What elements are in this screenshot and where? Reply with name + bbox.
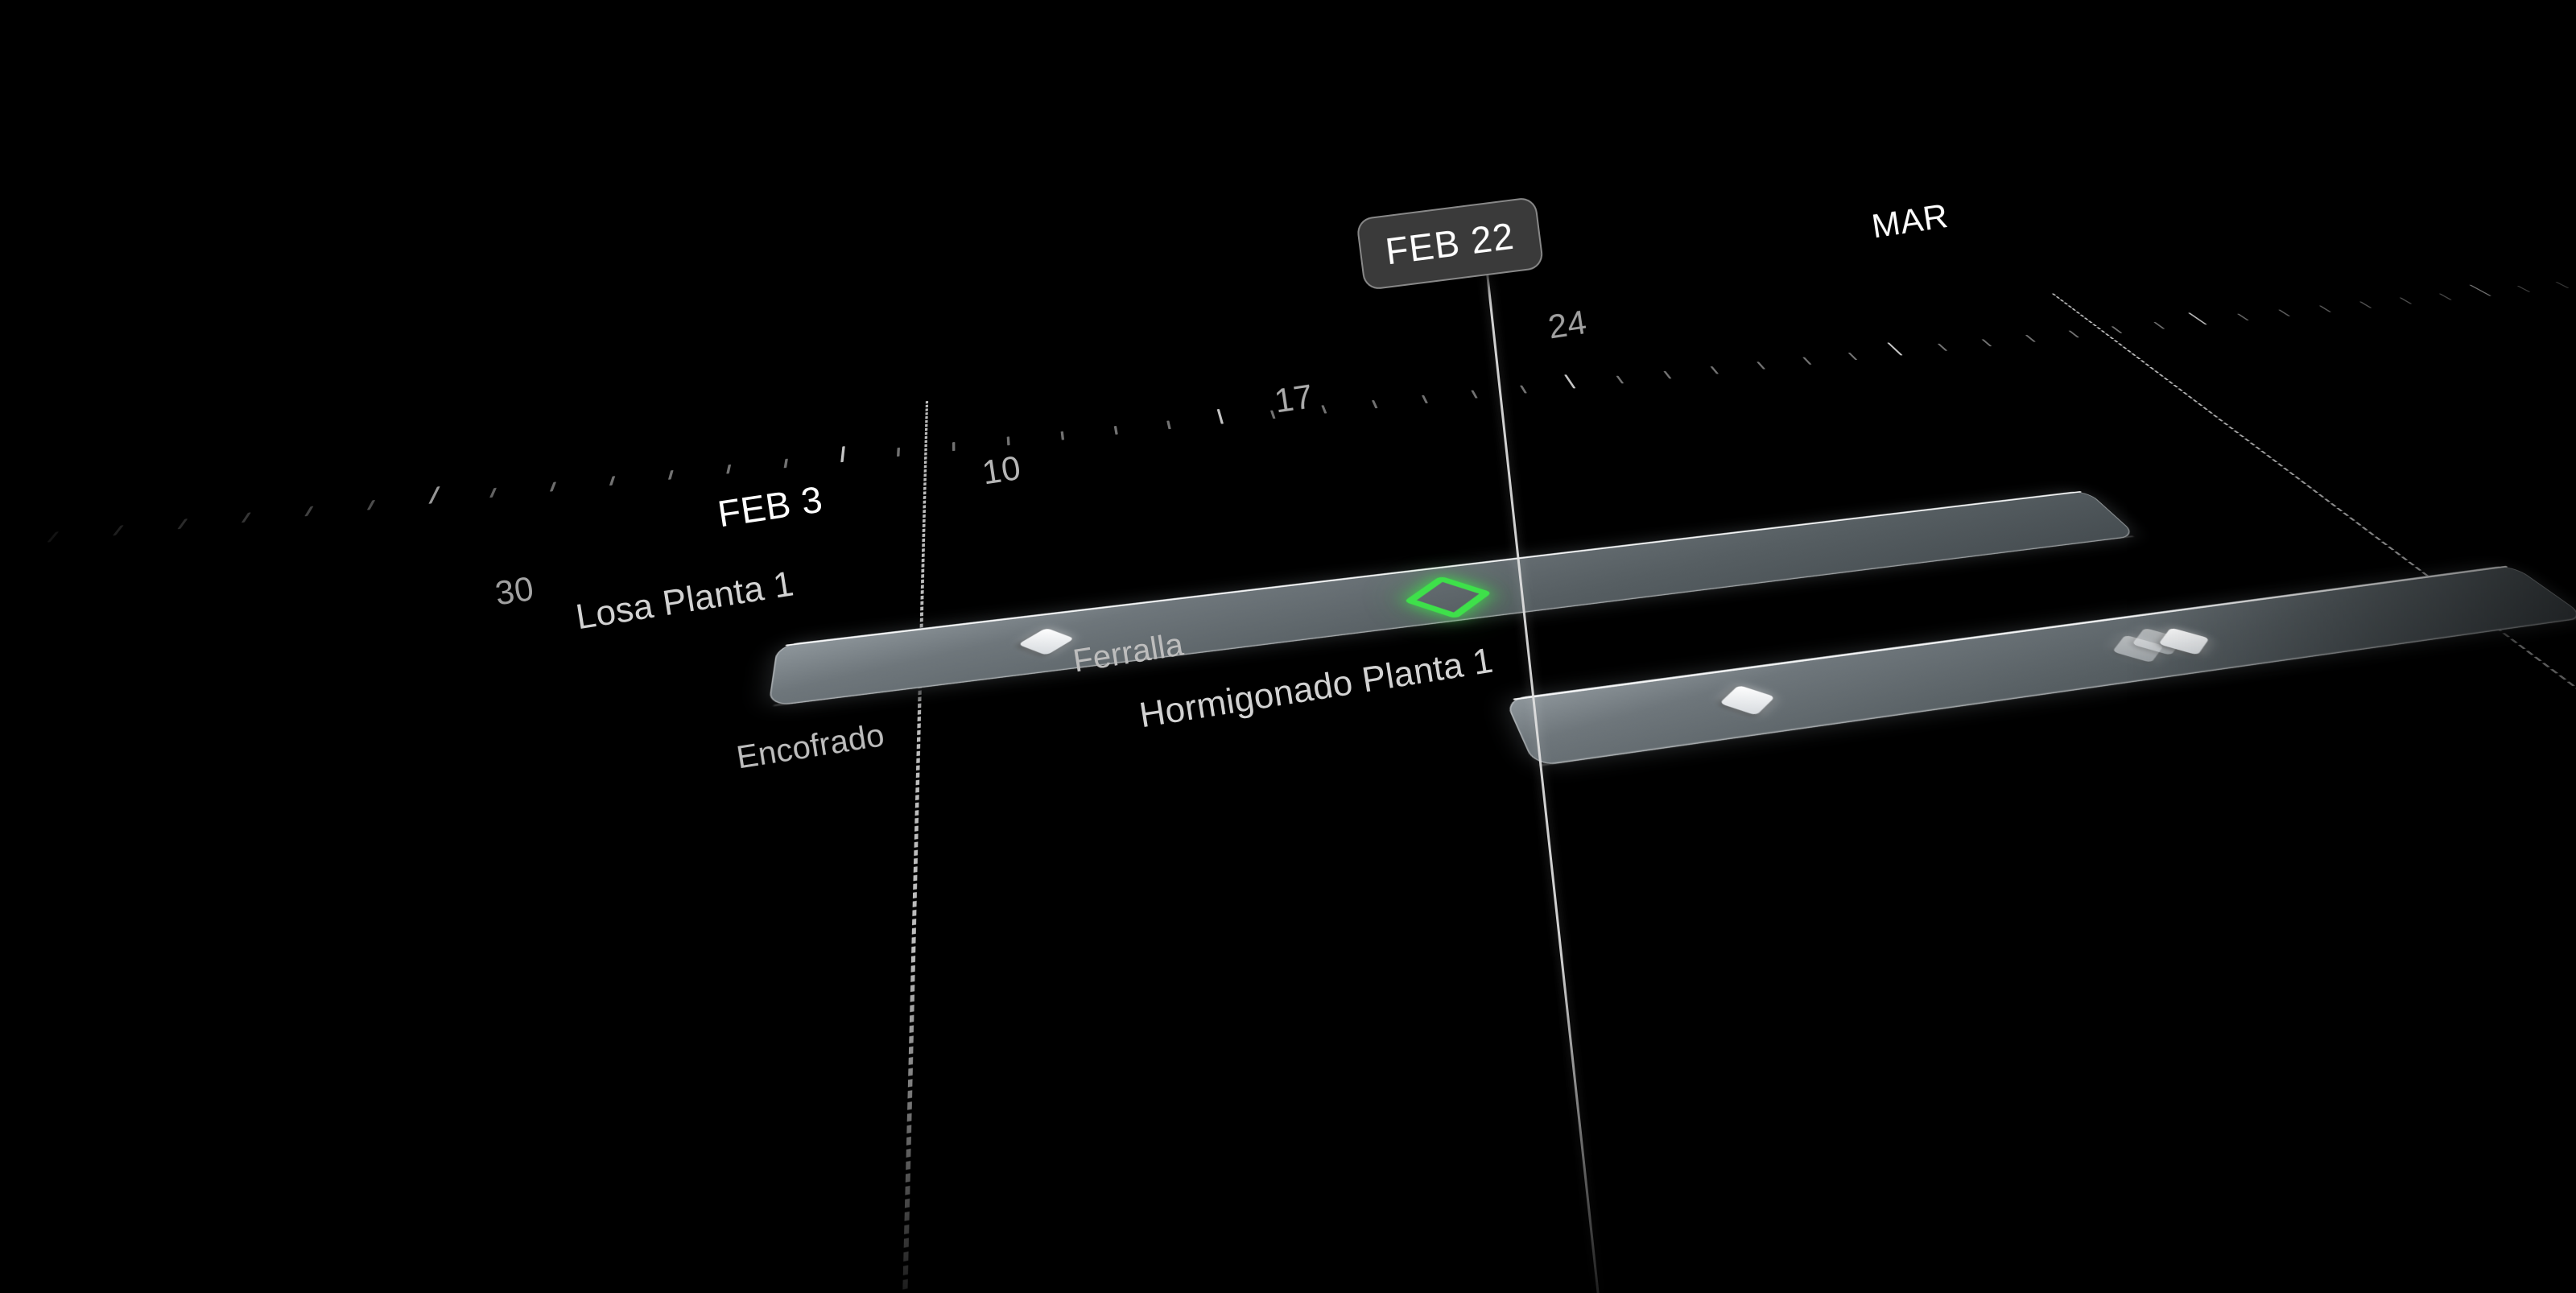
ruler-tick-major: [2469, 284, 2492, 296]
ruler-tick-minor: [1269, 410, 1276, 419]
ruler-tick-minor: [304, 506, 314, 517]
ruler-tick-minor: [1371, 399, 1378, 409]
ruler-tick-minor: [366, 499, 376, 510]
ruler-tick-minor: [177, 518, 188, 530]
ruler-tick-minor: [1519, 385, 1528, 394]
ruler-tick-minor: [549, 481, 557, 492]
ruler-tick-minor: [1937, 343, 1948, 351]
ruler-tick-minor: [783, 458, 789, 469]
ruler-tick-minor: [726, 464, 732, 474]
ruler-tick-minor: [897, 447, 901, 457]
tick-label-17: 17: [1272, 376, 1316, 420]
ruler-tick-major: [428, 485, 440, 504]
ruler-tick-minor: [112, 525, 124, 536]
ruler-tick-minor: [2236, 313, 2250, 321]
ruler-tick-minor: [2318, 305, 2332, 312]
ruler-tick-major: [1564, 374, 1576, 389]
ruler-tick-minor: [1471, 390, 1478, 399]
ruler-tick-minor: [241, 512, 252, 523]
ruler-tick-minor: [952, 441, 956, 452]
month-boundary-feb: [894, 400, 929, 1293]
ruler-tick-minor: [2555, 282, 2570, 289]
ruler-tick-minor: [1981, 339, 1992, 347]
ruler-tick-major: [2187, 312, 2208, 325]
ruler-tick-minor: [1166, 420, 1171, 430]
ruler-tick-minor: [667, 469, 674, 480]
ruler-tick-major: [840, 446, 845, 463]
ruler-tick-minor: [1616, 375, 1624, 384]
milestone-diamond-encofrado[interactable]: [1018, 627, 1075, 656]
ruler-tick-minor: [2111, 326, 2123, 334]
ruler-tick-minor: [2277, 309, 2291, 316]
ruler-tick-minor: [2438, 293, 2453, 300]
milestone-diamond-ferralla[interactable]: [1403, 576, 1492, 619]
ruler-tick-minor: [1060, 431, 1065, 440]
ruler-tick-minor: [489, 487, 497, 498]
ruler-tick-major: [1887, 342, 1903, 356]
ruler-tick-minor: [1710, 366, 1719, 374]
ruler-tick-minor: [1113, 425, 1118, 435]
ruler-tick-minor: [1421, 395, 1429, 404]
milestone-diamond-hormigonado[interactable]: [1719, 684, 1776, 716]
tick-label-24: 24: [1546, 302, 1590, 346]
ruler-tick-major: [1216, 408, 1224, 424]
ruler-tick-minor: [609, 476, 616, 486]
ruler-tick-minor: [1847, 352, 1858, 361]
ruler-tick-major: [0, 530, 1, 550]
ruler-tick-minor: [47, 531, 60, 543]
ruler-tick-minor: [1757, 361, 1766, 370]
ruler-tick-minor: [1006, 436, 1010, 446]
month-boundary-mar: [2051, 293, 2576, 1130]
ruler-tick-minor: [2359, 301, 2372, 308]
tick-label-10: 10: [980, 448, 1024, 492]
ruler-tick-minor: [1663, 370, 1672, 379]
ruler-tick-minor: [2153, 321, 2165, 329]
time-ruler[interactable]: [0, 279, 2576, 588]
ruler-tick-minor: [2399, 297, 2413, 304]
ruler-tick-minor: [1321, 405, 1327, 414]
milestone-diamond-cluster-c[interactable]: [2158, 627, 2210, 655]
ruler-tick-minor: [1802, 357, 1812, 365]
ruler-tick-minor: [2025, 334, 2037, 342]
tick-label-30: 30: [493, 568, 537, 613]
ruler-tick-minor: [2068, 330, 2080, 338]
ruler-tick-minor: [2516, 285, 2531, 292]
